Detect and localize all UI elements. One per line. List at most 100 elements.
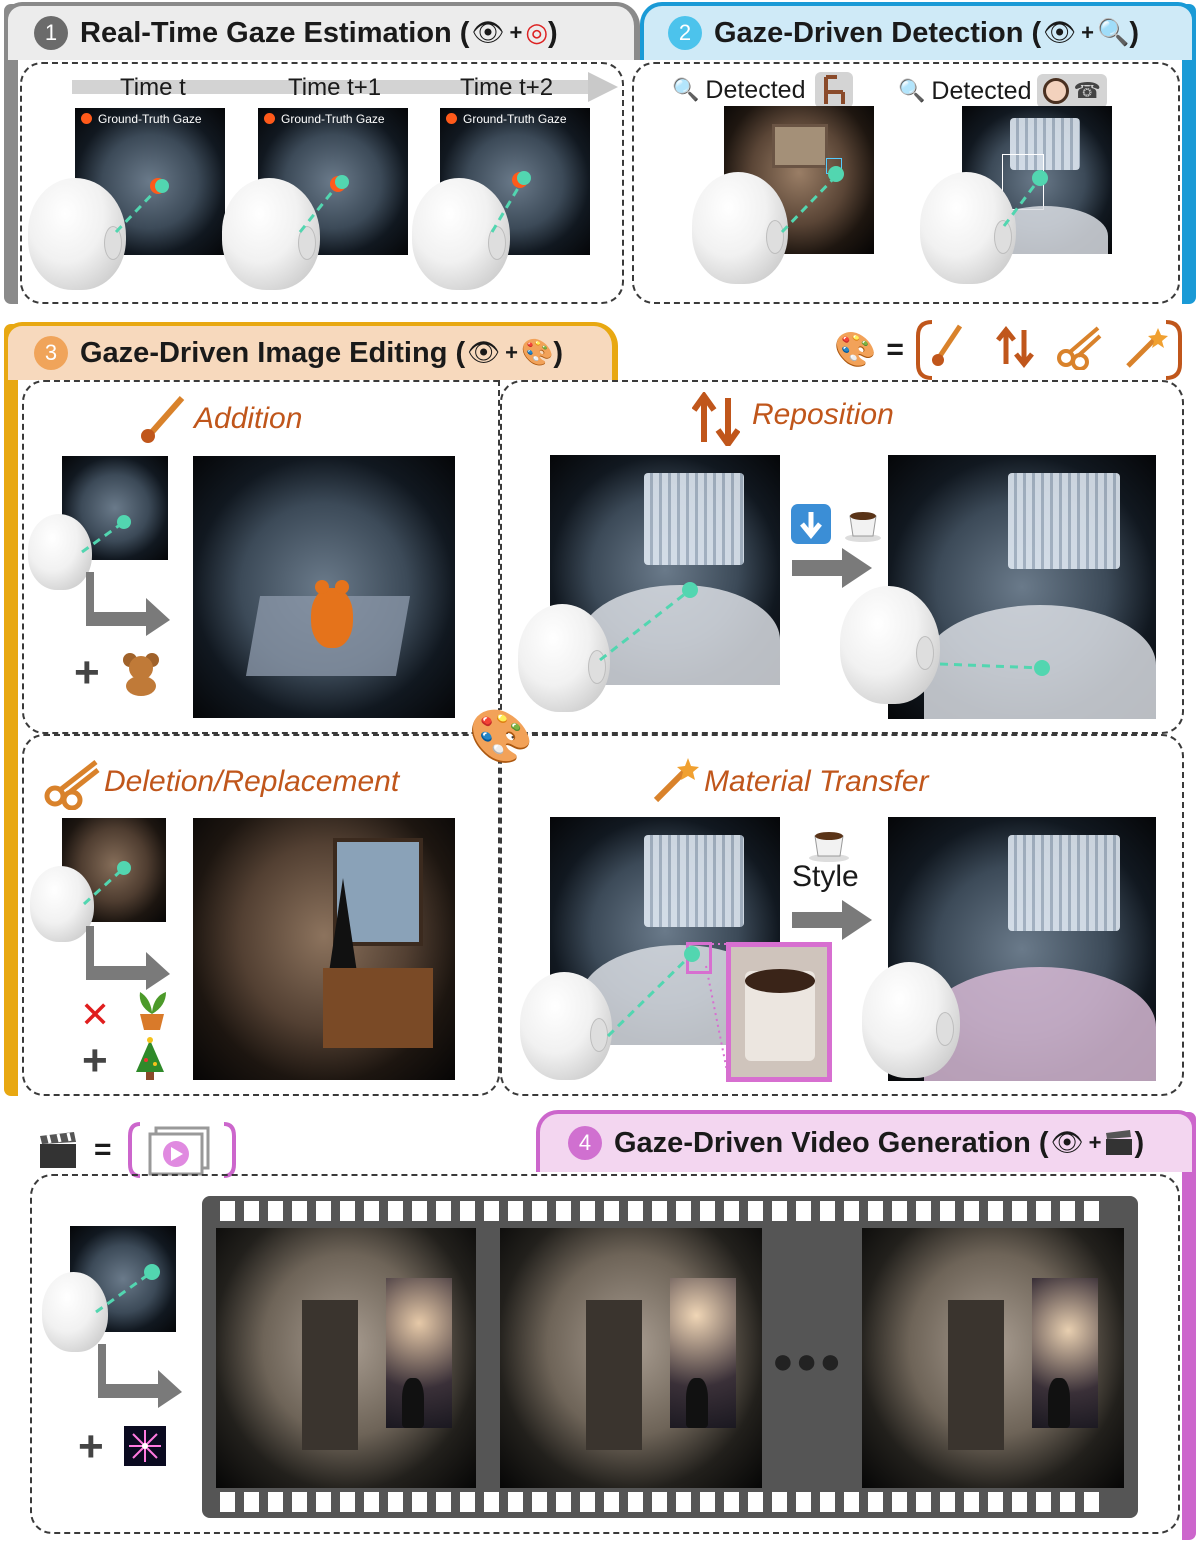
magnifier-icon: 🔍 bbox=[898, 78, 926, 104]
reposition-title: Reposition bbox=[752, 398, 894, 431]
gt-label: Ground-Truth Gaze bbox=[463, 112, 567, 126]
coffee-icon bbox=[842, 502, 884, 544]
down-right-arrow-icon bbox=[98, 1344, 182, 1408]
clapper-icon bbox=[40, 1132, 76, 1168]
replacement-plus: + bbox=[82, 1036, 108, 1085]
head-icon bbox=[692, 172, 788, 284]
panel2-tab: 2 Gaze-Driven Detection ( 👁 + 🔍 ) bbox=[640, 2, 1196, 60]
panel1-frame bbox=[20, 62, 624, 304]
time-label-t: Time t bbox=[120, 74, 186, 101]
ellipsis: ●●● bbox=[772, 1340, 844, 1381]
chair-icon bbox=[815, 72, 854, 108]
head-icon bbox=[28, 514, 92, 590]
deletion-title: Deletion/Replacement bbox=[104, 765, 400, 798]
clapper-icon bbox=[1106, 1130, 1133, 1155]
panel4-close: ) bbox=[1134, 1126, 1145, 1159]
time-label-t1: Time t+1 bbox=[288, 74, 382, 101]
video-play-icon bbox=[127, 1122, 236, 1178]
film-holes-bottom bbox=[220, 1492, 1099, 1512]
coffee-icon bbox=[806, 824, 852, 864]
panel2-number-badge: 2 bbox=[668, 16, 702, 50]
panel4-side-bar bbox=[1182, 1112, 1196, 1540]
panel1-number-badge: 1 bbox=[34, 16, 68, 50]
material-title: Material Transfer bbox=[704, 765, 929, 798]
gt-label: Ground-Truth Gaze bbox=[281, 112, 385, 126]
swap-arrows-icon bbox=[996, 326, 1034, 368]
target-icon: ◎ bbox=[525, 18, 549, 48]
woman-icon bbox=[1043, 78, 1070, 104]
panel2-plus: + bbox=[1081, 20, 1095, 45]
brush-icon bbox=[141, 396, 185, 443]
deletion-output-photo bbox=[193, 818, 455, 1080]
editing-legend: 🎨 = bbox=[834, 318, 1184, 382]
panel1-plus: + bbox=[509, 20, 523, 45]
panel4-plus: + bbox=[1088, 1130, 1102, 1155]
head-icon bbox=[412, 178, 510, 290]
detected-text: Detected bbox=[931, 76, 1032, 105]
brush-icon bbox=[932, 324, 963, 366]
video-frame-3 bbox=[862, 1228, 1124, 1488]
style-label: Style bbox=[792, 860, 859, 893]
palette-icon: 🎨 bbox=[468, 706, 534, 767]
panel3-close: ) bbox=[553, 336, 564, 369]
addition-plus: + bbox=[74, 648, 100, 697]
potted-plant-icon bbox=[132, 986, 172, 1032]
head-icon bbox=[520, 972, 612, 1080]
head-icon bbox=[28, 178, 126, 290]
panel1-side-bar bbox=[4, 4, 18, 304]
eye-icon: 👁 bbox=[467, 338, 501, 368]
panel2-side-bar bbox=[1182, 4, 1196, 304]
magic-wand-icon bbox=[653, 758, 699, 803]
panel3-tab: 3 Gaze-Driven Image Editing ( 👁 + 🎨 ) bbox=[4, 322, 618, 380]
addition-output-photo bbox=[193, 456, 455, 718]
swap-arrows-icon bbox=[692, 392, 740, 446]
panel1-tab: 1 Real-Time Gaze Estimation ( 👁 + ◎ ) bbox=[4, 2, 640, 60]
video-frame-1 bbox=[216, 1228, 476, 1488]
panel2-title: Gaze-Driven Detection ( bbox=[714, 16, 1042, 49]
legend-equals: = bbox=[886, 333, 904, 366]
scissors-icon bbox=[1057, 326, 1102, 370]
head-icon bbox=[920, 172, 1016, 284]
panel3-number-badge: 3 bbox=[34, 336, 68, 370]
panel4-tab: 4 Gaze-Driven Video Generation ( 👁 + ) bbox=[536, 1110, 1196, 1172]
right-arrow-icon bbox=[792, 900, 872, 940]
video-plus: + bbox=[78, 1422, 104, 1471]
panel3-side-bar bbox=[4, 324, 18, 1096]
fireworks-icon bbox=[124, 1426, 166, 1466]
detected-label-2: 🔍 Detected ☎ bbox=[898, 74, 1107, 108]
legend-equals: = bbox=[94, 1133, 112, 1166]
remove-cross-icon: ✕ bbox=[80, 994, 111, 1035]
addition-title: Addition bbox=[194, 402, 303, 435]
down-right-arrow-icon bbox=[86, 572, 170, 636]
gt-label: Ground-Truth Gaze bbox=[98, 112, 202, 126]
right-arrow-icon bbox=[792, 548, 872, 588]
down-right-arrow-icon bbox=[86, 926, 170, 990]
material-zoom-inset bbox=[726, 942, 832, 1082]
head-icon bbox=[42, 1272, 108, 1352]
panel2-close: ) bbox=[1129, 16, 1140, 49]
panel4-number-badge: 4 bbox=[568, 1126, 602, 1160]
panel3-title: Gaze-Driven Image Editing ( bbox=[80, 336, 466, 369]
panel1-close: ) bbox=[548, 16, 558, 49]
time-label-t2: Time t+2 bbox=[460, 74, 554, 101]
panel3-plus: + bbox=[505, 340, 519, 365]
teddy-bear-icon bbox=[118, 650, 164, 696]
time-arrow bbox=[72, 72, 618, 102]
panel2-frame bbox=[632, 62, 1180, 304]
addition-frame bbox=[22, 380, 500, 734]
head-icon bbox=[518, 604, 610, 712]
reposition-frame bbox=[500, 380, 1184, 734]
reposition-input-photo bbox=[550, 455, 780, 685]
material-frame bbox=[500, 734, 1184, 1096]
palette-icon: 🎨 bbox=[834, 330, 877, 370]
panel4-title: Gaze-Driven Video Generation ( bbox=[614, 1126, 1049, 1159]
eye-icon: 👁 bbox=[471, 18, 505, 48]
phone-icon: ☎ bbox=[1073, 78, 1101, 104]
magnifier-icon: 🔍 bbox=[672, 77, 700, 103]
scissors-icon bbox=[44, 760, 100, 810]
video-legend: = bbox=[36, 1120, 238, 1180]
deletion-frame bbox=[22, 734, 500, 1096]
panel4-frame bbox=[30, 1174, 1180, 1534]
magic-wand-icon bbox=[1126, 328, 1168, 368]
christmas-tree-icon bbox=[130, 1036, 170, 1082]
